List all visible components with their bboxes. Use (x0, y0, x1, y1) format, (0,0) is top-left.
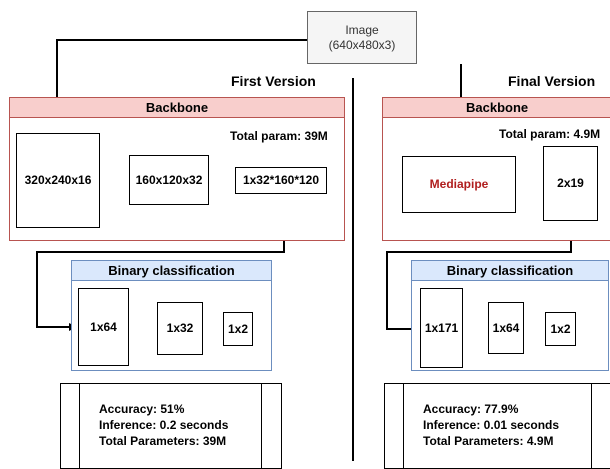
final-classifier-layer-3: 1x2 (545, 312, 576, 346)
final-total-parameters: Total Parameters: 4.9M (423, 434, 554, 448)
final-classifier-layer-1: 1x171 (420, 288, 463, 368)
final-inference: Inference: 0.01 seconds (423, 418, 560, 432)
first-classifier-layer-1: 1x64 (78, 288, 129, 366)
first-total-param: Total param: 39M (230, 129, 328, 143)
final-backbone-mediapipe: Mediapipe (402, 156, 516, 213)
first-version-title: First Version (231, 73, 316, 89)
first-inference: Inference: 0.2 seconds (99, 418, 229, 432)
first-backbone-header: Backbone (9, 97, 345, 118)
final-version-title: Final Version (508, 73, 596, 89)
final-classifier-header: Binary classification (411, 260, 609, 281)
first-backbone-layer-3: 1x32*160*120 (235, 167, 327, 194)
first-classifier-header: Binary classification (71, 260, 272, 281)
first-classifier-layer-2: 1x32 (157, 302, 203, 355)
first-total-parameters: Total Parameters: 39M (99, 434, 227, 448)
first-classifier-layer-3: 1x2 (223, 312, 253, 346)
first-backbone-layer-2: 160x120x32 (129, 155, 209, 205)
final-backbone-layer-2: 2x19 (543, 146, 598, 221)
final-classifier-layer-2: 1x64 (488, 302, 524, 354)
image-node: Image (640x480x3) (307, 11, 417, 64)
first-backbone-layer-1: 320x240x16 (16, 133, 100, 228)
final-accuracy: Accuracy: 77.9% (423, 402, 519, 416)
final-backbone-header: Backbone (382, 97, 610, 118)
final-total-param: Total param: 4.9M (499, 127, 601, 141)
final-results-box: Accuracy: 77.9% Inference: 0.01 seconds … (384, 383, 610, 469)
first-results-box: Accuracy: 51% Inference: 0.2 seconds Tot… (60, 383, 282, 469)
first-accuracy: Accuracy: 51% (99, 402, 185, 416)
